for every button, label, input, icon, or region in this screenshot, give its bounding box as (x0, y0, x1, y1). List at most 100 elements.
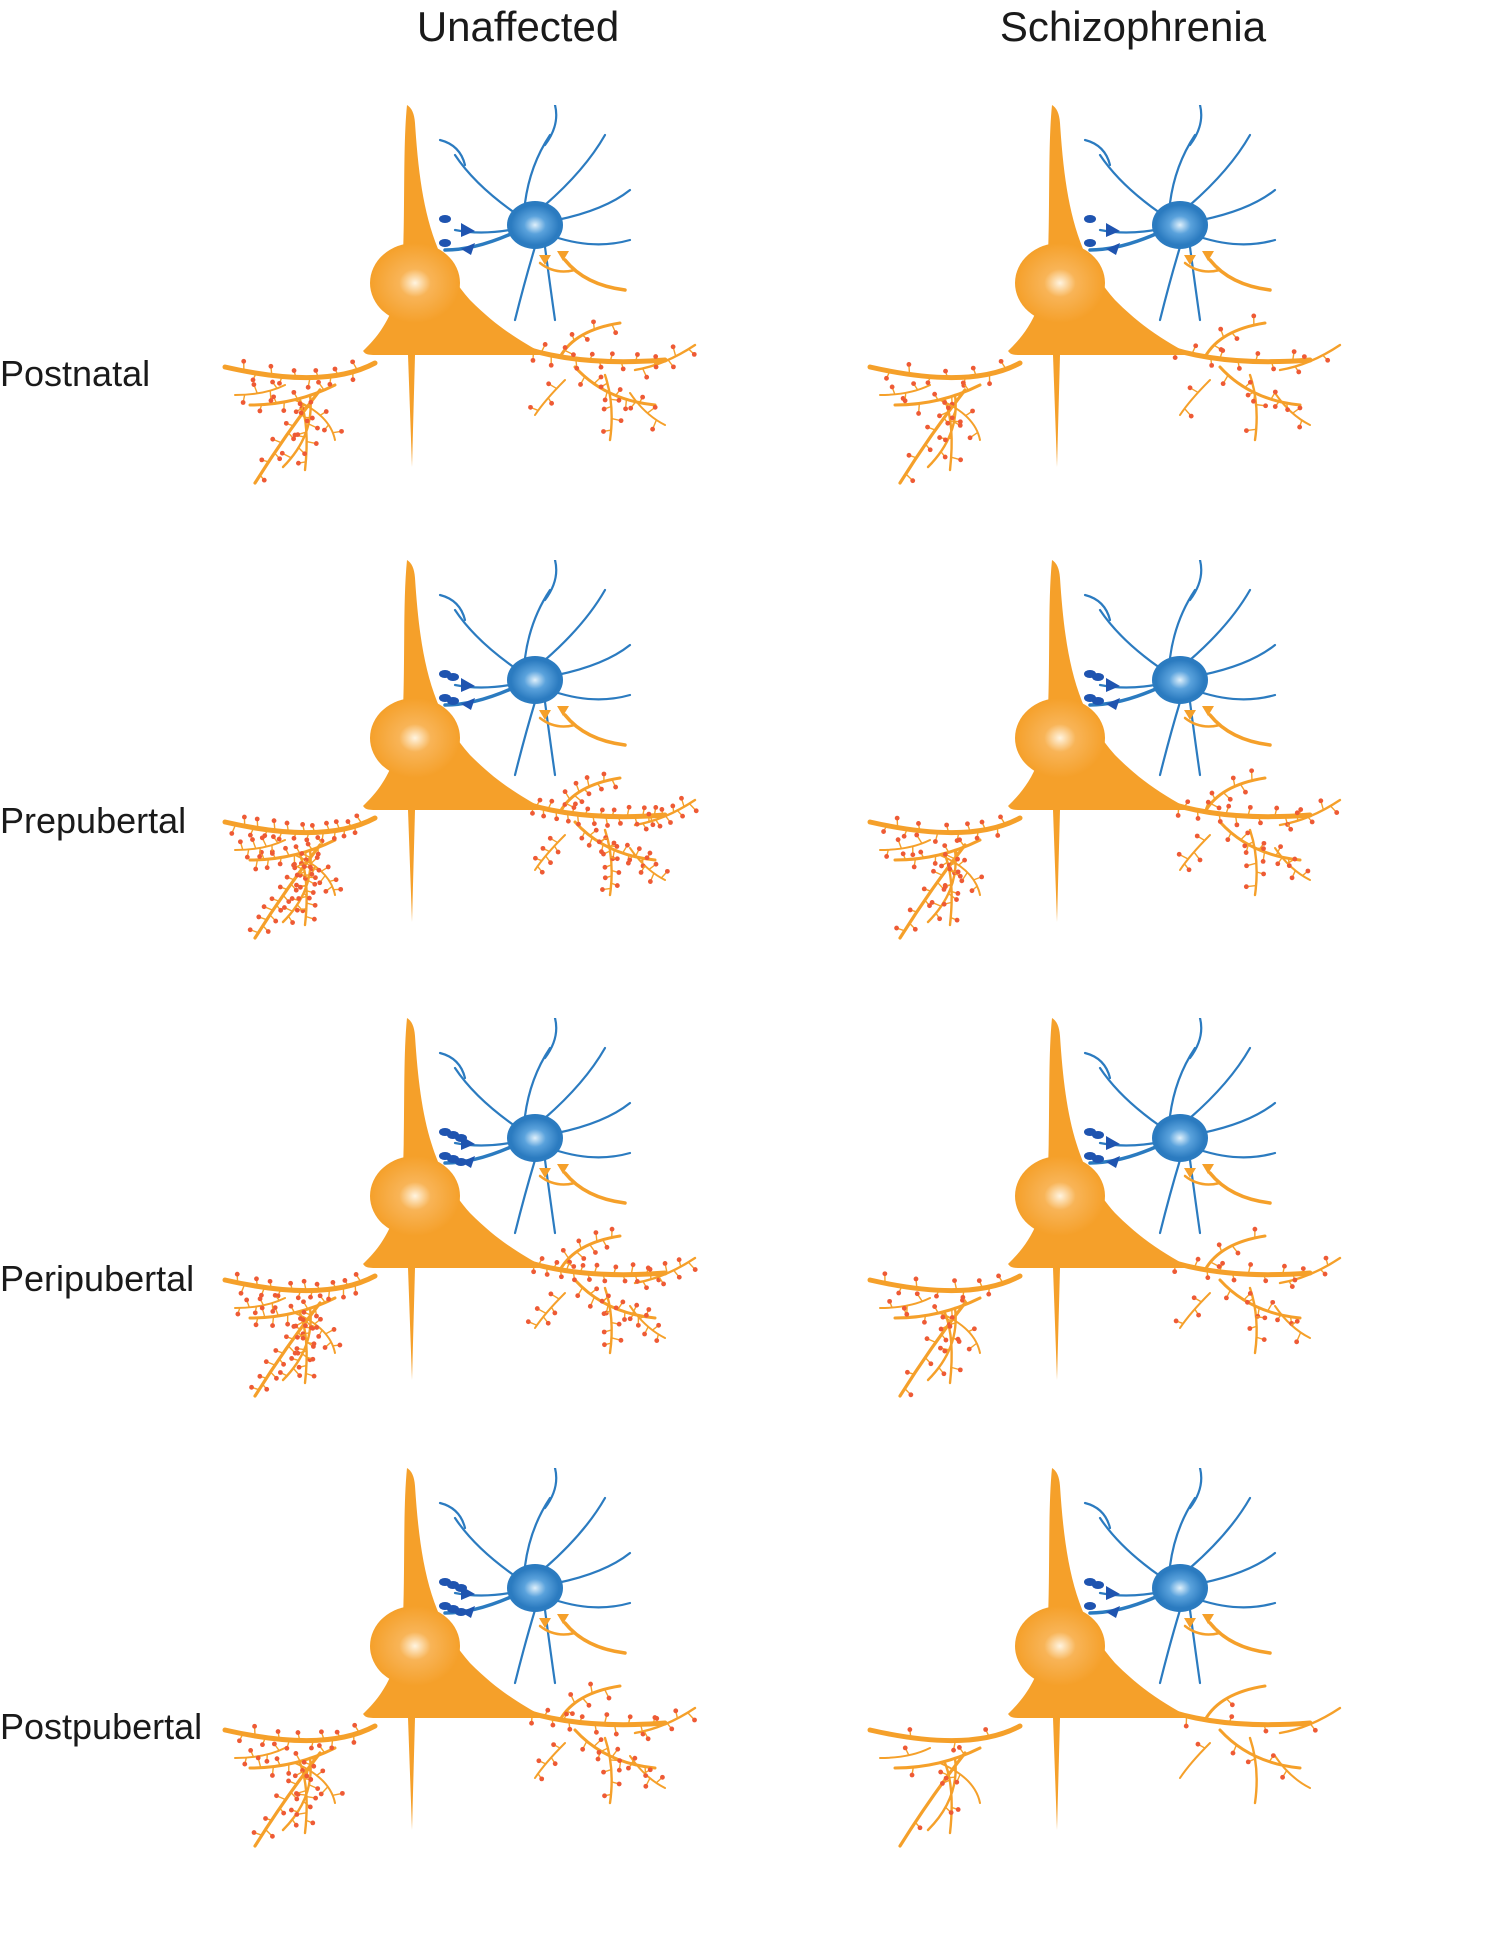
dendritic-spine (614, 856, 620, 862)
dendritic-spine (647, 1767, 653, 1773)
dendritic-spine (580, 1746, 586, 1752)
dendritic-spine (1243, 850, 1249, 855)
dendritic-spine (562, 789, 568, 795)
dendritic-spine (932, 1304, 938, 1309)
dendritic-spine (921, 886, 927, 892)
interneuron-highlight (511, 205, 559, 245)
dendritic-spine (884, 375, 889, 381)
neuron-panel-postnatal-schizophrenia (860, 105, 1486, 563)
dendritic-spine (294, 1791, 299, 1796)
dendritic-spine (643, 826, 649, 832)
interneuron-dendrite (553, 235, 632, 246)
dendritic-spine (945, 405, 951, 411)
dendritic-spine (907, 1727, 913, 1732)
dendritic-spine (329, 1745, 335, 1751)
dendritic-spine (1291, 349, 1297, 355)
dendritic-spine (338, 886, 344, 892)
excitatory-terminal (557, 251, 569, 261)
dendritic-spine (1186, 867, 1192, 873)
dendritic-spine (286, 1771, 292, 1776)
dendritic-spine (1220, 1260, 1225, 1266)
dendritic-spine (584, 775, 590, 780)
dendritic-spine (916, 411, 921, 416)
neuron-panel-prepubertal-schizophrenia (860, 560, 1486, 1018)
dendritic-spine (353, 1290, 359, 1296)
dendritic-spine (902, 1745, 908, 1751)
dendritic-spine (598, 364, 604, 370)
dendritic-spine (1274, 805, 1280, 811)
dendritic-spine (292, 1773, 298, 1779)
dendritic-spine (297, 1373, 303, 1379)
dendritic-spine (279, 450, 285, 456)
dendritic-spine (1286, 863, 1292, 869)
dendrite-branch (1248, 1286, 1258, 1355)
neuron-panel-postpubertal-schizophrenia (860, 1468, 1486, 1926)
dendrite-branch (879, 839, 931, 851)
dendritic-spine (313, 441, 319, 446)
dendritic-spine (927, 903, 932, 909)
dendritic-spine (632, 1755, 638, 1761)
dendritic-spine (311, 1763, 317, 1769)
dendritic-spine (1172, 1269, 1178, 1275)
dendritic-spine (1292, 1277, 1298, 1283)
dendritic-spine (957, 422, 963, 428)
dendritic-spine (1173, 1318, 1179, 1324)
dendritic-spine (560, 1247, 566, 1253)
dendritic-spine (959, 878, 965, 884)
dendritic-spine (1261, 1337, 1267, 1343)
pyramidal-nucleus-highlight (1015, 698, 1105, 778)
dendritic-spine (585, 806, 591, 812)
inhibitory-terminal (1106, 1136, 1120, 1150)
dendrite-branch (573, 1278, 657, 1320)
dendritic-spine (599, 786, 604, 792)
dendritic-spine (1229, 1714, 1235, 1720)
dendritic-spine (240, 400, 246, 405)
pyramidal-neuron (363, 1468, 545, 1830)
dendritic-spine (254, 816, 260, 822)
dendritic-spine (598, 374, 604, 380)
dendritic-spine (906, 362, 912, 367)
dendritic-spine (609, 1226, 615, 1232)
interneuron-dendrite (513, 1158, 537, 1235)
axon (408, 810, 415, 922)
dendritic-spine (256, 914, 262, 920)
axon (408, 1718, 415, 1830)
dendritic-spine (534, 1306, 540, 1311)
pyramidal-neuron (1008, 1468, 1190, 1830)
dendritic-spine (296, 1364, 302, 1370)
dendrite-branch (1203, 1234, 1267, 1272)
interneuron-dendrite (1198, 1148, 1277, 1159)
dendritic-spine (1270, 1753, 1276, 1759)
dendritic-spine (960, 380, 966, 386)
excitatory-axon (563, 713, 627, 747)
dendritic-spine (591, 319, 596, 325)
dendritic-spine (640, 394, 646, 400)
dendritic-spine (1271, 366, 1276, 372)
dendritic-spine (259, 1305, 265, 1311)
excitatory-input (1183, 706, 1272, 747)
row-label-prepubertal: Prepubertal (0, 800, 187, 841)
dendritic-spine (1234, 822, 1240, 828)
gaba-bouton (1084, 1602, 1096, 1610)
dendritic-spine (643, 1773, 649, 1778)
dendritic-spine (1244, 428, 1249, 433)
dendritic-spine (601, 1769, 606, 1775)
dendritic-spine (568, 1692, 574, 1697)
excitatory-terminal (1184, 255, 1196, 265)
pyramidal-nucleus-highlight (370, 243, 460, 323)
dendritic-spine (554, 1260, 560, 1265)
dendritic-spine (299, 851, 305, 856)
dendritic-spine (354, 813, 360, 819)
dendrite-branch (558, 1684, 622, 1722)
dendritic-spine (1187, 385, 1193, 391)
dendritic-spine (601, 406, 607, 412)
dendritic-spine (1243, 884, 1249, 890)
dendritic-spine (311, 916, 317, 922)
neuron-illustration (867, 105, 1342, 485)
dendrite-branch (1218, 365, 1302, 407)
inhibitory-terminal (461, 243, 475, 255)
dendritic-spine (323, 409, 329, 414)
dendritic-spine (593, 1250, 598, 1255)
dendritic-spine (309, 871, 315, 877)
excitatory-input (538, 1614, 627, 1655)
